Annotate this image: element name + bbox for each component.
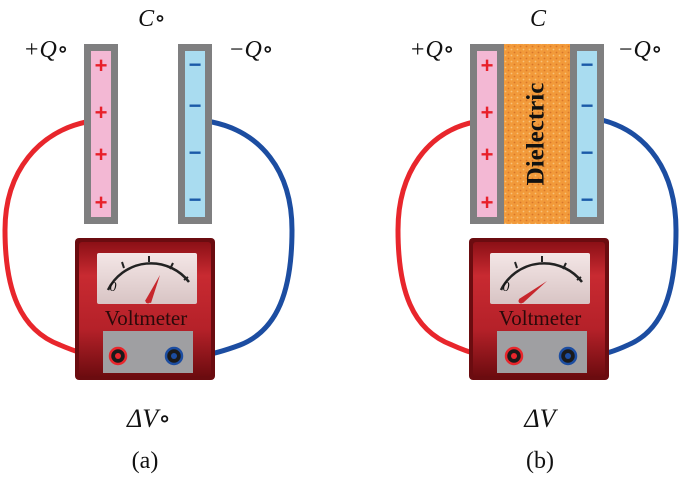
needle bbox=[519, 281, 547, 303]
dial-zero-label: 0 bbox=[503, 280, 510, 295]
dial-scale bbox=[499, 262, 583, 291]
dielectric-slab bbox=[503, 44, 573, 224]
potential-label: ΔV∘ bbox=[126, 404, 171, 433]
plus-sign: + bbox=[95, 100, 108, 125]
positive-charge-label: +Q∘ bbox=[23, 37, 68, 63]
plus-sign: + bbox=[481, 53, 494, 78]
minus-sign: − bbox=[189, 93, 202, 118]
voltmeter-label: Voltmeter bbox=[499, 306, 581, 330]
voltmeter-label: Voltmeter bbox=[105, 306, 187, 330]
negative-charge-label: −Q∘ bbox=[617, 37, 662, 63]
capacitance-label: C bbox=[530, 6, 547, 32]
dial-face bbox=[490, 253, 590, 304]
minus-sign: − bbox=[581, 140, 594, 165]
minus-sign: − bbox=[189, 187, 202, 212]
plus-sign: + bbox=[481, 190, 494, 215]
plus-sign: + bbox=[481, 142, 494, 167]
negative-plate bbox=[178, 44, 212, 224]
positive-plate bbox=[84, 44, 118, 224]
positive-charge-label: +Q∘ bbox=[409, 37, 454, 63]
minus-sign: − bbox=[581, 187, 594, 212]
minus-sign: − bbox=[581, 52, 594, 77]
dielectric-label: Dielectric bbox=[523, 83, 550, 186]
needle bbox=[145, 275, 160, 303]
plus-sign: + bbox=[95, 142, 108, 167]
negative-charge-label: −Q∘ bbox=[228, 37, 273, 63]
dial-face bbox=[97, 253, 197, 304]
minus-sign: − bbox=[189, 140, 202, 165]
plus-sign: + bbox=[95, 53, 108, 78]
panel-a: + + + + − − − − C∘ +Q∘ −Q∘ 0 Vo bbox=[2, 6, 295, 474]
negative-plate bbox=[570, 44, 604, 224]
voltmeter: 0 Voltmeter bbox=[469, 238, 609, 380]
minus-sign: − bbox=[581, 93, 594, 118]
capacitance-label: C∘ bbox=[138, 6, 166, 32]
positive-plate bbox=[470, 44, 504, 224]
minus-sign: − bbox=[189, 52, 202, 77]
plus-sign: + bbox=[95, 190, 108, 215]
caption: (b) bbox=[526, 448, 554, 474]
dial-scale bbox=[106, 262, 190, 291]
plus-sign: + bbox=[481, 100, 494, 125]
voltmeter: 0 Voltmeter bbox=[75, 238, 215, 380]
panel-b: Dielectric + + + + − − − − C +Q∘ −Q∘ bbox=[395, 6, 679, 474]
dial-zero-label: 0 bbox=[110, 280, 117, 295]
potential-label: ΔV bbox=[523, 404, 558, 433]
caption: (a) bbox=[132, 448, 159, 474]
